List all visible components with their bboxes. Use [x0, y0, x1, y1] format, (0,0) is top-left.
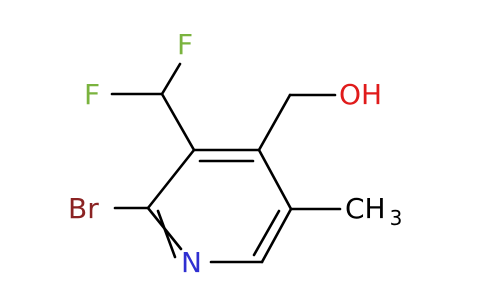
- bond-c5-c6: [260, 207, 293, 264]
- ring-bonds: [146, 148, 293, 264]
- bond-c2-c3: [146, 148, 196, 210]
- bond-c4-c5: [257, 148, 293, 211]
- atom-label-n: N: [181, 246, 202, 279]
- bond-chf2-f-top: [160, 62, 182, 96]
- bond-c4-ch2: [257, 93, 292, 152]
- atom-label-ch3-subscript: 3: [390, 206, 403, 230]
- atom-label-oh: OH: [339, 78, 382, 111]
- atom-label-f-top: F: [177, 28, 193, 61]
- substituent-bonds: [110, 62, 342, 211]
- atom-label-ch3-main: CH: [345, 192, 386, 225]
- bond-n-c2-inner: [156, 209, 177, 259]
- bond-c3-chf2: [160, 92, 196, 152]
- bond-c5-c6-inner: [252, 209, 281, 257]
- atom-label-ch3: CH 3: [345, 192, 402, 230]
- atom-label-br: Br: [68, 192, 99, 225]
- atom-label-f-left: F: [84, 78, 100, 111]
